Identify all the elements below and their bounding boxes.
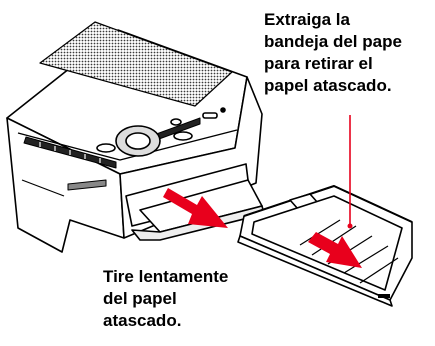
printer-button-right: [173, 131, 193, 141]
printer-control-strip: [17, 129, 238, 161]
printer-card-slot: [67, 179, 107, 191]
remove-tray-arrow-icon: [308, 232, 362, 268]
printer-control-dial-inner: [125, 132, 151, 150]
printer-grille: [39, 21, 233, 107]
printer-illustration: [6, 21, 263, 253]
printer-led: [220, 107, 226, 113]
pull-paper-caption: Tire lentamente del papel atascado.: [103, 267, 229, 330]
printer-indicator: [202, 112, 218, 119]
tray-front-wall: [237, 235, 393, 307]
printer-button-left: [96, 143, 116, 153]
remove-tray-caption: Extraiga la bandeja del pape para retira…: [264, 10, 402, 95]
callout-leader-dot: [347, 223, 353, 229]
pull-paper-arrow-icon: [163, 188, 228, 228]
printer-button-upper: [170, 118, 182, 126]
